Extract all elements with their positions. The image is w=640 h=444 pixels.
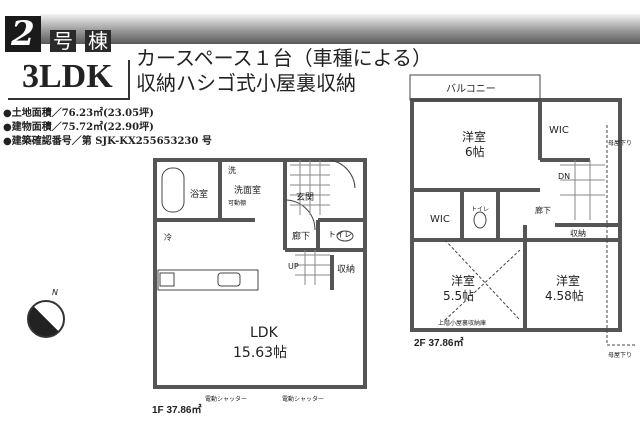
balcony-outline: [409, 74, 541, 101]
spec-building-area: ●建物面積／75.72㎡(22.90坪): [3, 122, 154, 133]
toilet-fixture-2f: [473, 211, 487, 229]
roof-note-top: 母屋下り: [608, 140, 633, 147]
spec-permit-number: ●建築確認番号／第 SJK-KX255653230 号: [3, 136, 212, 147]
layout-bracket: [8, 60, 130, 100]
shutter-label-1: 電動シャッター: [205, 396, 248, 403]
room3-size: 4.58帖: [545, 289, 584, 303]
north-arrow-icon: [27, 300, 65, 338]
room-washroom: 洗面室: [234, 186, 262, 196]
room3-name: 洋室: [556, 274, 581, 288]
kitchen-counter: [157, 269, 259, 291]
room-hall-1f: 廊下: [292, 232, 311, 242]
room-hall-2f: 廊下: [535, 206, 551, 215]
roof-note-bottom: 母屋下り: [608, 352, 633, 359]
building-suffix-tou: 棟: [85, 30, 111, 52]
room-balcony: バルコニー: [446, 84, 496, 95]
shutter-label-2: 電動シャッター: [282, 396, 325, 403]
room2-size: 5.5帖: [443, 289, 475, 303]
attic-hatch: 上階小屋裏収納庫: [438, 320, 487, 327]
fridge-space: 冷: [164, 233, 172, 242]
room-toilet-2f: トイレ: [471, 206, 490, 213]
building-suffix-go: 号: [50, 30, 76, 52]
room-bath: 浴室: [190, 190, 209, 200]
toilet-fixture-1f: [336, 230, 354, 242]
laundry-pan: 洗: [228, 166, 236, 175]
bathtub: [161, 167, 185, 213]
room-toilet-1f: トイレ: [328, 230, 352, 239]
floor1-area: 1F 37.86㎡: [152, 405, 202, 416]
room-ldk-size: 15.63帖: [233, 345, 288, 361]
header-band: [40, 14, 640, 44]
room-ldk-name: LDK: [250, 325, 278, 341]
compass-north-label: N: [52, 288, 58, 297]
movable-shelf: 可動棚: [228, 200, 247, 207]
room-storage-2f: 収納: [570, 229, 586, 238]
feature-attic-storage: 収納ハシゴ式小屋裏収納: [136, 71, 356, 95]
layout-type: 3LDK: [22, 58, 113, 95]
room2-name: 洋室: [451, 274, 476, 288]
room1-name: 洋室: [462, 130, 487, 144]
feature-carspace: カースペース１台（車種による）: [136, 46, 432, 70]
floor2-area: 2F 37.86㎡: [414, 338, 464, 349]
wic-1: WIC: [549, 125, 569, 136]
wic-2: WIC: [430, 214, 450, 225]
stove: [159, 272, 175, 287]
sink: [217, 272, 241, 287]
stairs-up: UP: [288, 262, 299, 271]
building-number: 2: [5, 16, 41, 52]
stairs-down: DN: [558, 172, 571, 181]
room1-size: 6帖: [465, 145, 485, 159]
room-storage-1f: 収納: [337, 265, 356, 275]
floor1-outline: [153, 158, 367, 389]
room-entrance: 玄関: [296, 193, 315, 203]
spec-land-area: ●土地面積／76.23㎡(23.05坪): [3, 108, 154, 119]
